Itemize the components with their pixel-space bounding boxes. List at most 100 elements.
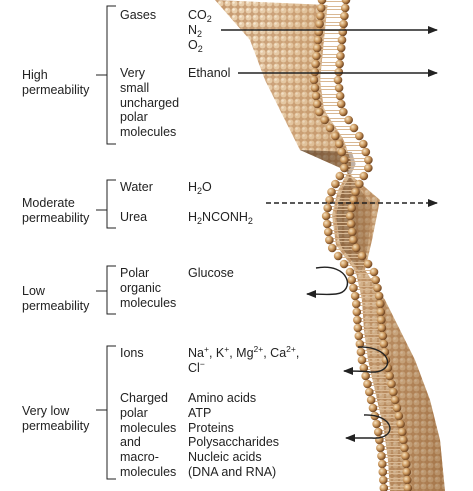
class-small-uncharged-polar: Very small uncharged polar molecules [120, 66, 180, 140]
example-nucleic-acids: Nucleic acids [188, 450, 262, 465]
lipid-head [347, 227, 357, 237]
lipid-head [379, 483, 389, 491]
lipid-head [340, 163, 349, 173]
example-amino-acids: Amino acids [188, 391, 257, 405]
lipid-head [340, 3, 350, 13]
lipid-head [401, 451, 410, 461]
macromolecules-arrow [345, 414, 391, 442]
lipid-head [358, 139, 368, 149]
lipid-head [349, 195, 358, 205]
lipid-head [347, 275, 357, 285]
lipid-head [368, 403, 378, 413]
lipid-head [359, 363, 369, 373]
lipid-head [389, 387, 398, 397]
very-low-permeability-label: Very low permeability [22, 404, 90, 433]
lipid-head [359, 171, 369, 181]
lipid-head [336, 51, 345, 61]
class-ions: Ions [120, 346, 144, 360]
lipid-head [312, 43, 322, 53]
lipid-head [351, 299, 361, 309]
very-low-permeability-bracket [96, 345, 116, 480]
lipid-head [349, 283, 358, 293]
lipid-head [325, 195, 334, 205]
lipid-head [385, 371, 394, 381]
lipid-head [387, 379, 396, 389]
glucose-arrow [306, 266, 349, 299]
lipid-head [345, 211, 355, 221]
lipid-head [353, 315, 362, 325]
lipid-head [325, 235, 334, 245]
lipid-head [377, 323, 387, 333]
lipid-head [313, 35, 323, 45]
example-o2: O2 [188, 37, 203, 54]
lipid-head [378, 467, 388, 477]
lipid-head [316, 3, 326, 13]
lipid-head [363, 259, 373, 269]
example-urea-formula: H2NCONH2 [188, 210, 253, 226]
lipid-head [377, 451, 386, 461]
lipid-head [339, 259, 349, 269]
lipid-head [336, 99, 346, 109]
lipid-head [316, 11, 325, 21]
example-h2o: H2O [188, 180, 212, 196]
lipid-head [341, 0, 351, 5]
lipid-head [337, 35, 347, 45]
lipid-head [364, 163, 373, 173]
lipid-head [377, 459, 387, 469]
lipid-head [369, 267, 379, 277]
lipid-head [356, 347, 366, 357]
examples-small-polar: Ethanol [188, 66, 230, 81]
lipid-head [312, 51, 321, 61]
lipid-head [394, 411, 404, 421]
lipid-head [349, 123, 359, 133]
example-dna-rna: (DNA and RNA) [188, 464, 277, 479]
lipid-head [401, 459, 411, 469]
examples-urea: H2NCONH2 [188, 210, 253, 226]
lipid-head [322, 219, 332, 229]
lipid-head [373, 283, 382, 293]
lipid-head [350, 291, 360, 301]
lipid-head [376, 307, 386, 317]
lipid-head [335, 171, 345, 181]
lipid-head [327, 187, 336, 197]
lipid-head [334, 67, 344, 77]
lipid-head [383, 363, 393, 373]
lipid-head [340, 155, 349, 165]
example-cations: Na+, K+, Mg2+, Ca2+, [188, 344, 300, 360]
example-co2: CO2 [188, 8, 212, 24]
examples-ions: Na+, K+, Mg2+, Ca2+, Cl− [188, 344, 300, 376]
lipid-head [377, 315, 386, 325]
class-polar-organic: Polar organic molecules [120, 266, 177, 310]
lipid-head [351, 187, 360, 197]
lipid-head [392, 403, 402, 413]
lipid-head [364, 155, 373, 165]
lipid-head [378, 331, 388, 341]
example-polysaccharides: Polysaccharides [188, 435, 280, 450]
lipid-head [399, 435, 408, 445]
lipid-head [361, 147, 371, 157]
lipid-head [361, 371, 370, 381]
example-n2: N2 [188, 22, 203, 39]
lipid-head [355, 339, 365, 349]
lipid-head [335, 59, 344, 69]
examples-water: H2O [188, 180, 212, 196]
lipid-head [340, 11, 349, 21]
examples-gases: CO2 N2 O2 [188, 8, 212, 54]
moderate-permeability-label: Moderate permeability [22, 196, 90, 225]
lipid-head [365, 387, 374, 397]
lipid-head [357, 355, 367, 365]
lipid-head [379, 339, 389, 349]
lipid-head [376, 443, 385, 453]
lipid-head [363, 379, 372, 389]
examples-polar-organic: Glucose [188, 266, 234, 281]
lipid-head [373, 427, 383, 437]
lipid-head [320, 115, 329, 125]
lipid-head [334, 139, 344, 149]
lipid-head [317, 0, 327, 5]
lipid-head [355, 179, 364, 189]
lipid-head [311, 91, 321, 101]
lipid-head [351, 243, 361, 253]
lipid-head [335, 91, 345, 101]
lipid-head [378, 475, 388, 485]
